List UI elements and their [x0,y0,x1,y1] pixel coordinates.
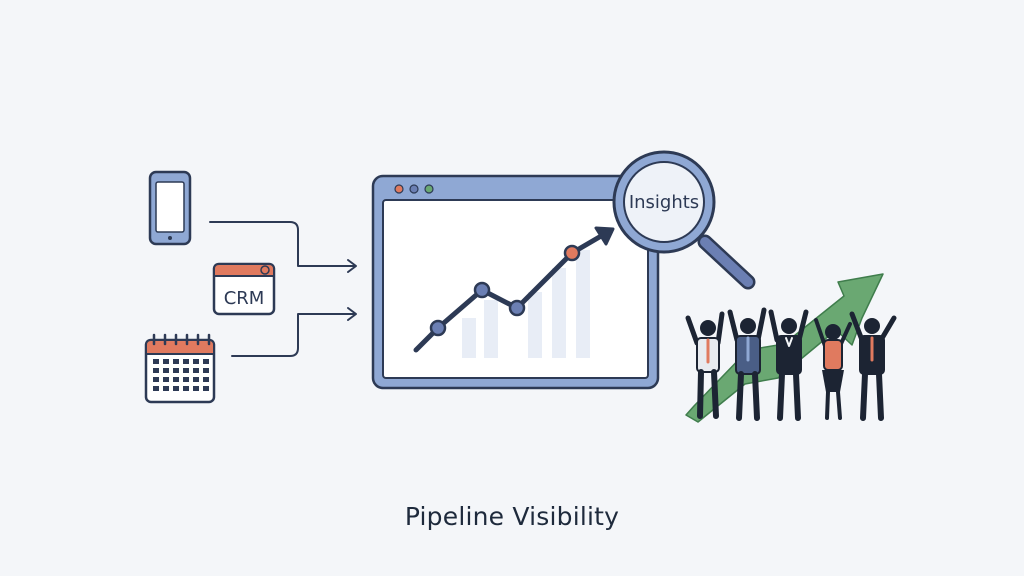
calendar-day-cell [163,377,169,382]
calendar-day-cell [203,359,209,364]
window-dot-blue [409,184,419,194]
trend-point-1 [429,319,447,337]
arrowhead-bottom [347,307,357,321]
calendar-day-cell [153,377,159,382]
phone-icon [148,170,192,246]
trend-point-4 [563,244,581,262]
connector-phone [209,221,356,267]
calendar-day-cell [193,368,199,373]
connector-calendar [231,313,356,357]
calendar-day-cell [153,368,159,373]
calendar-icon [144,333,216,404]
calendar-day-cell [183,359,189,364]
calendar-day-cell [153,386,159,391]
magnifier-icon: Insights [612,150,756,290]
calendar-day-cell [173,386,179,391]
team-member-4 [814,318,852,420]
trend-point-2 [473,281,491,299]
calendar-day-cell [203,377,209,382]
calendar-day-cell [193,359,199,364]
window-dot-red [394,184,404,194]
calendar-day-cell [173,359,179,364]
calendar-day-cell [203,368,209,373]
diagram-caption: Pipeline Visibility [404,502,620,531]
calendar-day-cell [163,386,169,391]
calendar-day-cell [183,377,189,382]
arrowhead-top [347,259,357,273]
team-member-5 [849,311,897,421]
calendar-day-cell [203,386,209,391]
calendar-day-cell [163,359,169,364]
background-bars [462,250,590,358]
calendar-day-cell [173,368,179,373]
connector-lines [209,221,357,357]
calendar-day-cell [193,386,199,391]
trend-point-3 [508,299,526,317]
calendar-day-cell [163,368,169,373]
calendar-day-cell [183,368,189,373]
trend-arrowhead [594,226,615,246]
calendar-day-cell [173,377,179,382]
celebrating-team-icon [685,307,897,421]
calendar-day-cell [183,386,189,391]
team-member-2 [727,307,767,421]
calendar-day-cell [193,377,199,382]
calendar-day-cell [153,359,159,364]
dashboard-window [371,174,660,390]
window-dot-green [424,184,434,194]
insights-label: Insights [629,192,699,213]
crm-label: CRM [224,288,265,309]
team-member-1 [685,311,725,419]
team-member-3 [768,309,809,421]
crm-icon: CRM [212,262,276,316]
